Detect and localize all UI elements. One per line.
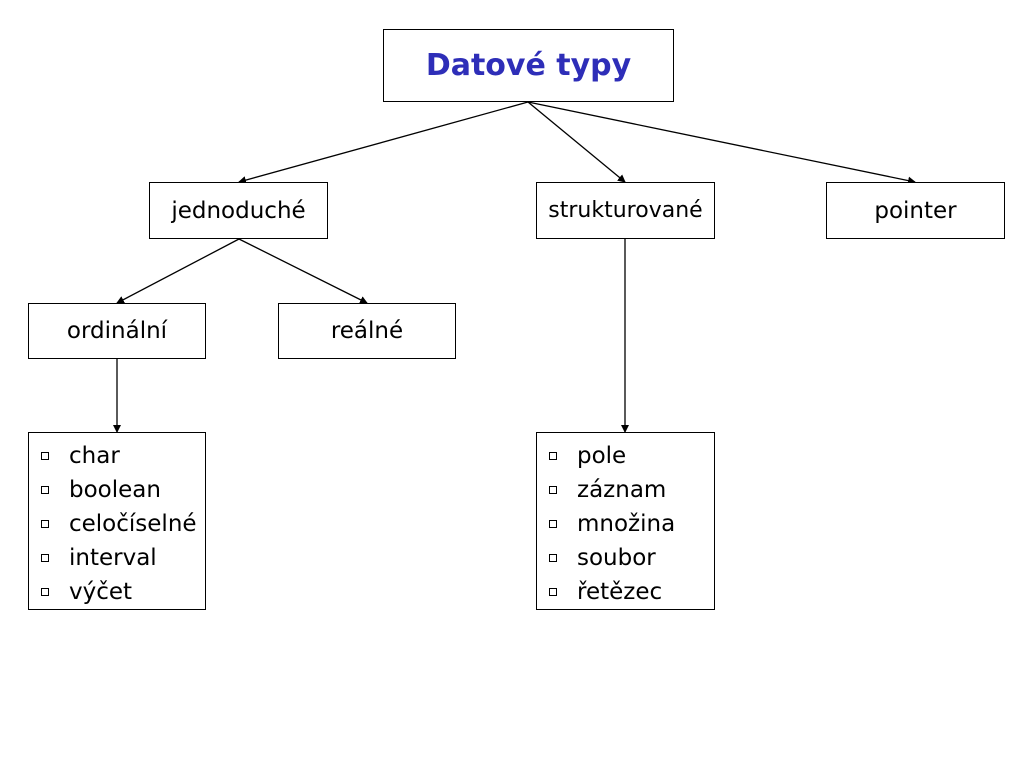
arrow-title-to-jednoduche: [238, 101, 529, 184]
square-bullet-icon: [41, 520, 49, 528]
list-item-label: interval: [69, 545, 157, 571]
list-item-interval: interval: [29, 541, 205, 575]
list-item-zaznam: záznam: [537, 473, 714, 507]
node-label-strukturovane: strukturované: [548, 198, 703, 223]
square-bullet-icon: [549, 588, 557, 596]
list-item-label: boolean: [69, 477, 161, 503]
list-item-label: záznam: [577, 477, 667, 503]
square-bullet-icon: [549, 520, 557, 528]
arrow-title-to-pointer: [527, 101, 916, 185]
square-bullet-icon: [41, 486, 49, 494]
node-strukturovane: strukturované: [536, 182, 715, 239]
root-node-datove-typy: Datové typy: [383, 29, 674, 102]
list-item-vycet: výčet: [29, 575, 205, 609]
arrow-title-to-strukturovane: [527, 101, 626, 183]
node-label-pointer: pointer: [874, 197, 957, 224]
square-bullet-icon: [41, 588, 49, 596]
list-item-celociselne: celočíselné: [29, 507, 205, 541]
arrow-jednoduche-to-ordinalni: [116, 238, 240, 304]
structured-types-list: pole záznam množina soubor řetězec: [536, 432, 715, 610]
node-realne: reálné: [278, 303, 456, 359]
node-ordinalni: ordinální: [28, 303, 206, 359]
list-item-label: soubor: [577, 545, 656, 571]
list-item-label: množina: [577, 511, 676, 537]
list-item-label: řetězec: [577, 579, 663, 605]
ordinal-types-list: char boolean celočíselné interval výčet: [28, 432, 206, 610]
list-item-pole: pole: [537, 439, 714, 473]
square-bullet-icon: [549, 554, 557, 562]
node-label-realne: reálné: [330, 318, 404, 344]
square-bullet-icon: [41, 452, 49, 460]
square-bullet-icon: [41, 554, 49, 562]
list-item-label: char: [69, 443, 120, 469]
square-bullet-icon: [549, 486, 557, 494]
list-item-label: pole: [577, 443, 627, 469]
node-pointer: pointer: [826, 182, 1005, 239]
list-item-mnozina: množina: [537, 507, 714, 541]
list-item-label: výčet: [69, 579, 133, 605]
node-jednoduche: jednoduché: [149, 182, 328, 239]
square-bullet-icon: [549, 452, 557, 460]
node-label-jednoduche: jednoduché: [171, 197, 306, 224]
list-item-label: celočíselné: [69, 511, 197, 537]
node-label-ordinalni: ordinální: [66, 318, 168, 344]
list-item-soubor: soubor: [537, 541, 714, 575]
arrow-jednoduche-to-realne: [238, 238, 368, 304]
diagram-title: Datové typy: [425, 48, 632, 83]
list-item-retezec: řetězec: [537, 575, 714, 609]
list-item-boolean: boolean: [29, 473, 205, 507]
list-item-char: char: [29, 439, 205, 473]
